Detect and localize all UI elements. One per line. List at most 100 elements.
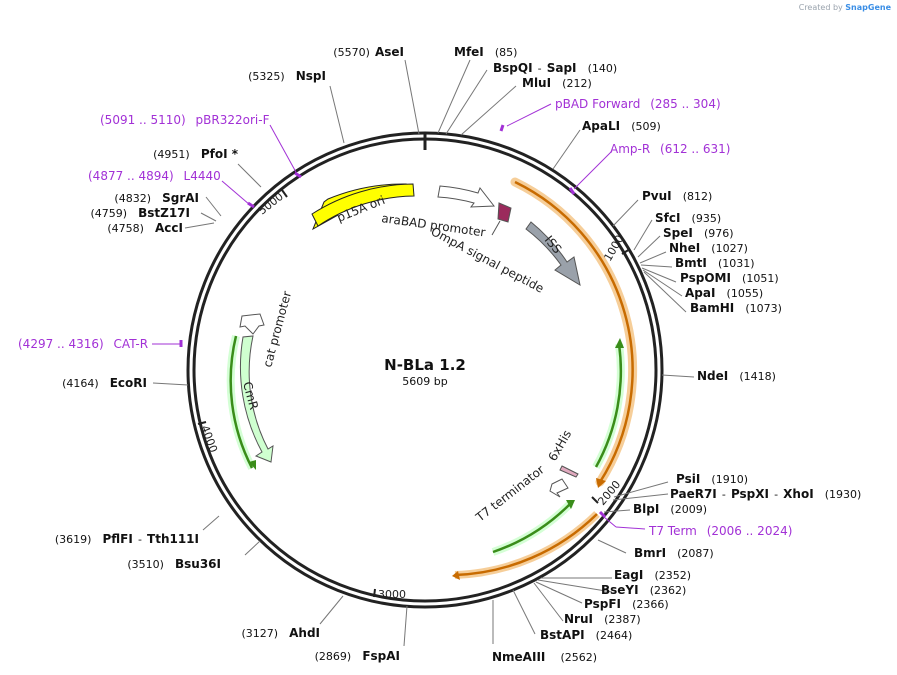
site-pos: (1418) xyxy=(739,370,776,383)
site-name[interactable]: BstAPI xyxy=(540,628,585,642)
site-name[interactable]: AseI xyxy=(375,45,404,59)
cmr-arrow[interactable] xyxy=(239,335,274,463)
svg-text:PspOMI (1051): PspOMI (1051) xyxy=(680,267,779,286)
svg-text:(4758) AccI: (4758) AccI xyxy=(107,217,183,236)
primer-name[interactable]: Amp-R xyxy=(610,142,650,156)
site-name[interactable]: PspOMI xyxy=(680,271,731,285)
svg-text:MfeI (85): MfeI (85) xyxy=(454,41,517,60)
p15a-ori-body[interactable] xyxy=(311,183,415,227)
site-name[interactable]: BseYI xyxy=(601,583,639,597)
site-name[interactable]: PsiI xyxy=(676,472,700,486)
site-name[interactable]: XhoI xyxy=(783,487,814,501)
primer-name[interactable]: T7 Term xyxy=(648,524,697,538)
site-name[interactable]: PaeR7I xyxy=(670,487,717,501)
green-right-arrowhead xyxy=(615,338,624,348)
svg-text:(4759) BstZ17I: (4759) BstZ17I xyxy=(90,202,190,221)
site-name[interactable]: SfcI xyxy=(655,211,680,225)
site-pos: (5325) xyxy=(248,70,285,83)
primer-name[interactable]: CAT-R xyxy=(114,337,149,351)
svg-text:T7 Term (2006 .. 2024): T7 Term (2006 .. 2024) xyxy=(648,524,792,538)
site-name[interactable]: NspI xyxy=(296,69,326,83)
site-name[interactable]: MluI xyxy=(522,76,551,90)
svg-text:(3127) AhdI: (3127) AhdI xyxy=(241,622,320,641)
site-pos: (976) xyxy=(704,227,734,240)
site-name[interactable]: FspAI xyxy=(362,649,400,663)
svg-text:BamHI (1073): BamHI (1073) xyxy=(690,297,782,316)
ompa-signal-peptide-marker[interactable] xyxy=(497,202,512,223)
site-name[interactable]: ApaI xyxy=(685,286,715,300)
site-pos: (140) xyxy=(588,62,618,75)
site-name[interactable]: ApaLI xyxy=(582,119,620,133)
iss-arrow[interactable] xyxy=(525,221,581,287)
primer-range: (4877 .. 4894) xyxy=(88,169,174,183)
t7-terminator-marker[interactable] xyxy=(549,478,569,498)
site-sep: - xyxy=(774,488,778,501)
site-name[interactable]: SapI xyxy=(547,61,577,75)
site-name[interactable]: BamHI xyxy=(690,301,734,315)
svg-text:(4297 .. 4316) CAT-R: (4297 .. 4316) CAT-R xyxy=(18,337,148,351)
svg-text:(3510) Bsu36I: (3510) Bsu36I xyxy=(127,553,221,572)
svg-text:PspFI (2366): PspFI (2366) xyxy=(584,593,669,612)
site-pos: (4832) xyxy=(114,192,151,205)
site-name[interactable]: NruI xyxy=(564,612,593,626)
cmr-line-left[interactable] xyxy=(229,335,254,469)
svg-text:PaeR7I - PspXI - XhoI (1930): PaeR7I - PspXI - XhoI (1930) xyxy=(670,483,861,502)
site-name[interactable]: EcoRI xyxy=(110,376,147,390)
site-name[interactable]: EagI xyxy=(614,568,643,582)
site-name[interactable]: BstZ17I xyxy=(138,206,190,220)
svg-text:(5570) AseI: (5570) AseI xyxy=(333,41,404,60)
primer-name[interactable]: pBAD Forward xyxy=(555,97,640,111)
site-pos: (2366) xyxy=(632,598,669,611)
ampr-arrowhead xyxy=(596,478,606,488)
svg-text:(4164) EcoRI: (4164) EcoRI xyxy=(62,372,147,391)
snapgene-credit: Created by SnapGene xyxy=(799,3,891,12)
site-name[interactable]: BlpI xyxy=(633,502,659,516)
site-pos: (4951) xyxy=(153,148,190,161)
green-bottom-arc[interactable] xyxy=(492,503,571,554)
site-name[interactable]: PflFI xyxy=(102,532,132,546)
primer-name[interactable]: L4440 xyxy=(184,169,221,183)
site-name[interactable]: PspFI xyxy=(584,597,621,611)
site-pos: (2562) xyxy=(560,651,597,664)
site-name[interactable]: SpeI xyxy=(663,226,693,240)
site-name[interactable]: BmrI xyxy=(634,546,666,560)
arabad-promoter-arrow[interactable] xyxy=(437,185,495,208)
site-name[interactable]: NmeAIII xyxy=(492,650,545,664)
site-name[interactable]: NheI xyxy=(669,241,700,255)
ampr-arc[interactable] xyxy=(514,180,634,483)
cat-promoter-marker[interactable] xyxy=(239,313,265,335)
site-sep: - xyxy=(538,62,542,75)
site-name[interactable]: AhdI xyxy=(289,626,320,640)
primer-name[interactable]: pBR322ori-F xyxy=(196,113,270,127)
6xhis-marker[interactable] xyxy=(559,465,579,478)
site-name[interactable]: BspQI xyxy=(493,61,533,75)
site-pos: (2869) xyxy=(315,650,352,663)
site-pos: (1031) xyxy=(718,257,755,270)
svg-text:(4951) PfoI *: (4951) PfoI * xyxy=(153,143,239,162)
site-name[interactable]: BmtI xyxy=(675,256,707,270)
primer-range: (4297 .. 4316) xyxy=(18,337,104,351)
site-pos: (1027) xyxy=(711,242,748,255)
green-right-arc[interactable] xyxy=(594,343,623,468)
primer-leaders xyxy=(152,103,646,530)
svg-text:EagI (2352): EagI (2352) xyxy=(614,564,691,583)
site-name[interactable]: PfoI * xyxy=(201,147,239,161)
svg-text:BmrI (2087): BmrI (2087) xyxy=(634,542,714,561)
plasmid-length: 5609 bp xyxy=(402,375,447,388)
site-name[interactable]: Tth111I xyxy=(147,532,199,546)
site-pos: (935) xyxy=(692,212,722,225)
site-name[interactable]: PvuI xyxy=(642,189,672,203)
primer-range: (2006 .. 2024) xyxy=(707,524,793,538)
site-name[interactable]: NdeI xyxy=(697,369,728,383)
site-pos: (1930) xyxy=(825,488,862,501)
orange-bottom-arc[interactable] xyxy=(454,513,598,577)
site-pos: (2352) xyxy=(654,569,691,582)
site-name[interactable]: AccI xyxy=(155,221,183,235)
site-name[interactable]: Bsu36I xyxy=(175,557,221,571)
site-name[interactable]: MfeI xyxy=(454,45,484,59)
tick-label-5000: 5000 xyxy=(256,190,286,217)
site-name[interactable]: PspXI xyxy=(731,487,769,501)
site-pos: (1073) xyxy=(745,302,782,315)
svg-text:(4832) SgrAI: (4832) SgrAI xyxy=(114,187,199,206)
site-name[interactable]: SgrAI xyxy=(162,191,199,205)
